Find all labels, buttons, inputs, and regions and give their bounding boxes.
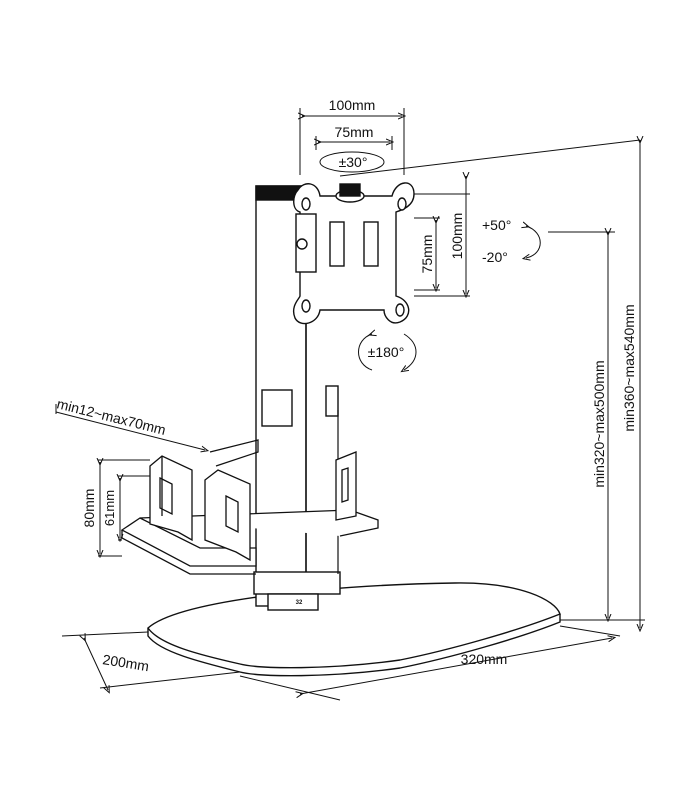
dimension-lines: [55, 108, 645, 701]
base-depth-label: 200mm: [102, 651, 151, 674]
height-a-label: min320~max500mm: [591, 360, 607, 487]
vesa-75-h-label: 75mm: [335, 124, 374, 140]
vesa-plate: [292, 182, 415, 325]
pivot-label: ±180°: [368, 344, 405, 360]
height-b-label: min360~max540mm: [621, 304, 637, 431]
base-width-label: 320mm: [461, 651, 508, 667]
rotate-label: ±30°: [339, 154, 368, 170]
holder-width-label: min12~max70mm: [55, 395, 167, 438]
pole-mark-label: 32: [296, 600, 303, 606]
tilt-up-label: +50°: [482, 217, 511, 233]
holder-80-label: 80mm: [81, 489, 97, 528]
tilt-down-label: -20°: [482, 249, 508, 265]
vesa-100-label: 100mm: [329, 97, 376, 113]
holder-61-label: 61mm: [102, 490, 117, 526]
cpu-holder: [120, 439, 379, 575]
vesa-75-v-label: 75mm: [419, 235, 435, 274]
vesa-100-v-label: 100mm: [449, 213, 465, 260]
